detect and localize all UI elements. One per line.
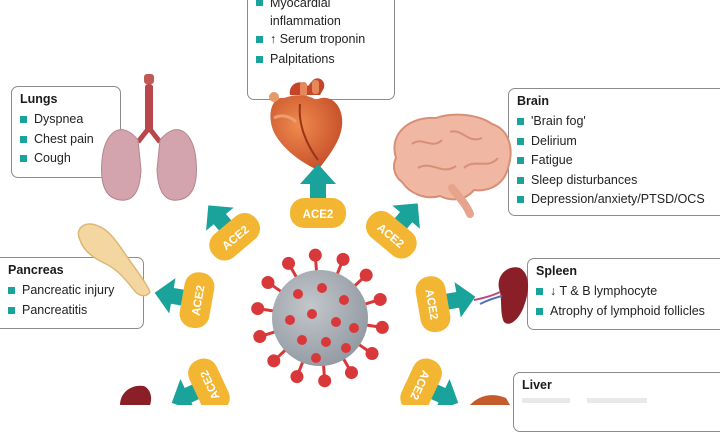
brain-item: Delirium xyxy=(517,132,720,152)
virus-surface-dot xyxy=(307,309,317,319)
virus-spike-head xyxy=(336,252,350,266)
ace2-receptor-upper-right: ACE2 xyxy=(365,203,420,259)
bullet-square-icon xyxy=(517,118,524,126)
lungs-title: Lungs xyxy=(20,92,58,106)
ace2-receptor-upper-left: ACE2 xyxy=(206,205,261,261)
virus-surface-dot xyxy=(311,353,321,363)
bullet-square-icon xyxy=(536,288,543,296)
virus-spike-head xyxy=(365,347,379,361)
virus-surface-dot xyxy=(285,315,295,325)
virus-spike-head xyxy=(308,248,322,262)
brain-item: Sleep disturbances xyxy=(517,171,720,191)
pancreas-title: Pancreas xyxy=(8,263,64,277)
brain-icon xyxy=(393,113,512,218)
bullet-square-icon xyxy=(517,137,524,145)
virus-surface-dot xyxy=(341,343,351,353)
lungs-item: Dyspnea xyxy=(20,110,112,130)
virus-surface-dot xyxy=(349,323,359,333)
virus-surface-dot xyxy=(297,335,307,345)
bullet-square-icon xyxy=(8,287,15,295)
spleen-title: Spleen xyxy=(536,264,577,278)
virus-surface-dot xyxy=(293,289,303,299)
virus-spike-head xyxy=(253,330,267,344)
ace2-receptor-right: ACE2 xyxy=(415,276,476,333)
bullet-square-icon xyxy=(517,157,524,165)
bullet-square-icon xyxy=(517,196,524,204)
bullet-square-icon xyxy=(256,55,263,63)
heart-item: Palpitations xyxy=(256,50,386,70)
brain-item: Fatigue xyxy=(517,151,720,171)
bullet-square-icon xyxy=(20,135,27,143)
bullet-square-icon xyxy=(536,307,543,315)
virus-spike-head xyxy=(344,366,358,380)
ace2-label: ACE2 xyxy=(190,284,207,316)
virus-surface-dot xyxy=(317,283,327,293)
bullet-square-icon xyxy=(8,306,15,314)
virus-surface-dot xyxy=(339,295,349,305)
lungs-icon xyxy=(101,74,197,201)
lungs-item: Chest pain xyxy=(20,130,112,150)
heart-item: ↑ Serum troponin xyxy=(256,30,386,50)
virus-spike-head xyxy=(359,268,373,282)
bullet-square-icon xyxy=(20,116,27,124)
brain-title: Brain xyxy=(517,94,549,108)
bullet-square-icon xyxy=(256,36,263,44)
brain-symptoms-box: Brain 'Brain fog' Delirium Fatigue Sleep… xyxy=(508,88,720,216)
virus-spike-head xyxy=(375,320,389,334)
spleen-item: ↓ T & B lymphocyte xyxy=(536,282,720,302)
virus-spike-head xyxy=(261,275,275,289)
brain-item: Depression/anxiety/PTSD/OCS xyxy=(517,190,720,210)
spleen-icon xyxy=(473,267,529,324)
kidney-icon xyxy=(120,385,152,405)
spleen-symptoms-box: Spleen ↓ T & B lymphocyte Atrophy of lym… xyxy=(527,258,720,330)
ace2-receptor-left: ACE2 xyxy=(154,272,215,329)
ace2-receptor-lower-left: ACE2 xyxy=(171,358,230,405)
virus-surface-dot xyxy=(331,317,341,327)
illustration-layer: ACE2 ACE2 ACE2 ACE2 ACE2 ACE2 ACE2 xyxy=(77,74,529,405)
virus-spike-head xyxy=(318,374,332,388)
bullet-square-icon xyxy=(256,0,263,6)
lungs-item: Cough xyxy=(20,149,112,169)
virus-spike-head xyxy=(290,370,304,384)
liver-title: Liver xyxy=(522,378,552,392)
sars-cov-2-virus-icon xyxy=(251,248,389,388)
virus-spike-head xyxy=(282,256,296,270)
heart-icon xyxy=(269,78,343,170)
pancreas-item: Pancreatic injury xyxy=(8,281,135,301)
heart-item: Myocardial inflammation xyxy=(256,0,386,30)
bullet-square-icon xyxy=(20,155,27,163)
spleen-item: Atrophy of lymphoid follicles xyxy=(536,302,720,322)
pancreas-icon xyxy=(77,223,151,297)
virus-spike-head xyxy=(251,302,265,316)
brain-item: 'Brain fog' xyxy=(517,112,720,132)
ace2-receptor-top: ACE2 xyxy=(290,164,346,228)
ace2-receptor-lower-right: ACE2 xyxy=(400,358,459,405)
ace2-label: ACE2 xyxy=(303,209,334,221)
pancreas-item: Pancreatitis xyxy=(8,301,135,321)
liver-icon xyxy=(470,395,510,405)
virus-surface-dot xyxy=(321,337,331,347)
bullet-square-icon xyxy=(517,176,524,184)
ace2-label: ACE2 xyxy=(422,288,439,320)
liver-bullet-partial xyxy=(522,398,720,403)
virus-spike-head xyxy=(267,354,281,368)
virus-spike-head xyxy=(373,292,387,306)
